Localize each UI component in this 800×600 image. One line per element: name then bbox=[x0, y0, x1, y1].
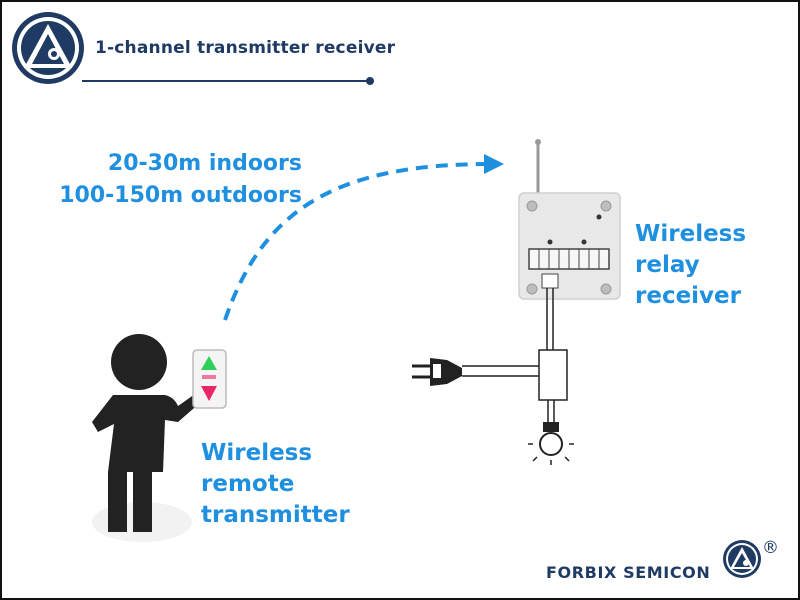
mains-plug-icon bbox=[412, 358, 462, 386]
receiver-label: Wireless relay receiver bbox=[635, 219, 746, 312]
signal-arrow-head bbox=[484, 154, 504, 174]
light-bulb-icon bbox=[528, 422, 574, 465]
receiver-label-line2: relay bbox=[635, 252, 700, 278]
signal-range-arc bbox=[223, 162, 491, 321]
footer-brand-logo-icon bbox=[723, 540, 761, 578]
range-label: 20-30m indoors 100-150m outdoors bbox=[59, 148, 302, 212]
relay-receiver-module-icon bbox=[518, 139, 621, 300]
down-button-icon bbox=[201, 386, 217, 401]
receiver-label-line1: Wireless bbox=[635, 221, 747, 247]
mains-wiring bbox=[462, 288, 568, 424]
header-underline-dot bbox=[366, 77, 374, 85]
remote-control-icon bbox=[192, 349, 227, 409]
transmitter-label-line1: Wireless bbox=[201, 440, 313, 466]
footer-brand-name: FORBIX SEMICON bbox=[546, 563, 711, 582]
person-silhouette-icon bbox=[92, 334, 201, 542]
indoor-range-text: 20-30m indoors bbox=[107, 151, 302, 176]
receiver-label-line3: receiver bbox=[635, 283, 741, 309]
transmitter-label: Wireless remote transmitter bbox=[201, 438, 350, 531]
registered-mark: ® bbox=[762, 538, 779, 558]
diagram-title: 1-channel transmitter receiver bbox=[95, 38, 396, 58]
brand-triangle-logo-icon bbox=[12, 12, 84, 84]
outdoor-range-text: 100-150m outdoors bbox=[59, 183, 302, 208]
transmitter-label-line2: remote bbox=[201, 471, 295, 497]
up-button-icon bbox=[201, 356, 217, 370]
transmitter-label-line3: transmitter bbox=[201, 502, 350, 528]
